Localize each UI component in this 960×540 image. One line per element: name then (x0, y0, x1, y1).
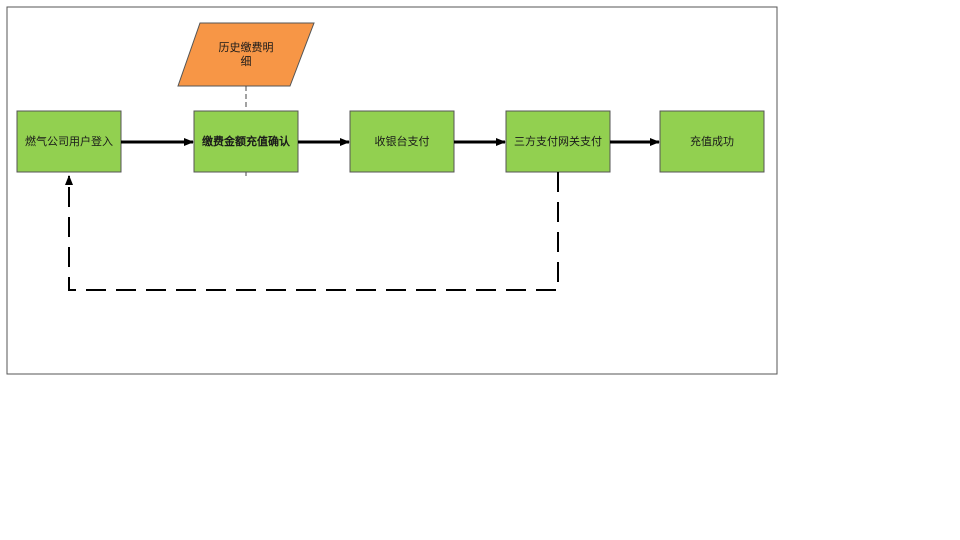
success-node-label: 充值成功 (690, 134, 734, 148)
diagram-frame (6, 6, 778, 375)
login-node (16, 110, 122, 173)
history-detail-label-line1: 历史缴费明 (219, 40, 274, 54)
dashed-return-arrow (65, 172, 559, 291)
login-node-label: 燃气公司用户登入 (25, 134, 113, 148)
history-detail-label-line2: 细 (241, 55, 252, 68)
history-detail-node (177, 22, 315, 87)
cashier-node-label: 收银台支付 (375, 134, 430, 148)
amount-confirm-node-label: 缴费金额充值确认 (202, 134, 291, 148)
success-node (659, 110, 765, 173)
cashier-node (349, 110, 455, 173)
gateway-node-label: 三方支付网关支付 (514, 134, 602, 148)
